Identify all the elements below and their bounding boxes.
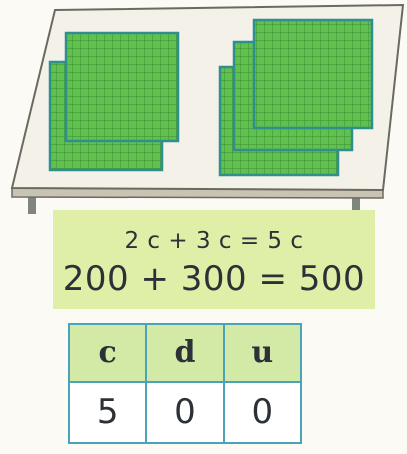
table-illustration: [0, 0, 407, 220]
header-row: c d u: [69, 324, 301, 382]
value-tens: 0: [146, 382, 223, 443]
hundred-block: [254, 20, 372, 128]
equation-panel: 2 c + 3 c = 5 c 200 + 300 = 500: [53, 210, 375, 309]
place-value-table: c d u 5 0 0: [68, 323, 302, 444]
blocks-scene: [0, 0, 407, 220]
value-hundreds: 5: [69, 382, 146, 443]
header-hundreds: c: [69, 324, 146, 382]
hundred-block: [66, 33, 178, 141]
value-row: 5 0 0: [69, 382, 301, 443]
equation-hundreds: 2 c + 3 c = 5 c: [53, 228, 375, 254]
value-units: 0: [224, 382, 301, 443]
left-block-group: [50, 33, 178, 170]
header-tens: d: [146, 324, 223, 382]
header-units: u: [224, 324, 301, 382]
equation-numbers: 200 + 300 = 500: [53, 259, 375, 299]
